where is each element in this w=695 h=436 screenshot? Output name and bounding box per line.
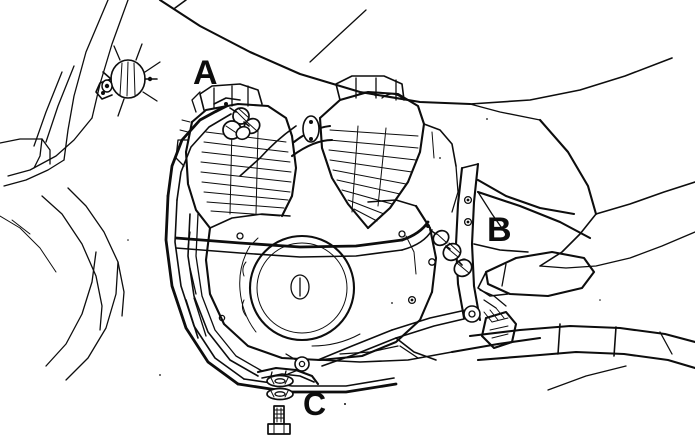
hardware-detail-c <box>266 374 294 435</box>
callout-label-c: C <box>303 386 326 422</box>
front-fork-tubes <box>0 0 129 187</box>
footpeg <box>477 250 596 298</box>
exhaust-pipe <box>468 323 695 391</box>
callout-label-a: A <box>193 54 218 92</box>
engine-guard-crash-bar <box>164 106 433 394</box>
detail-specks <box>127 118 601 405</box>
callout-label-b: B <box>487 211 512 249</box>
side-cover <box>476 118 695 269</box>
fuel-tank <box>158 0 673 121</box>
horn-assembly <box>95 43 161 117</box>
engine-case <box>204 199 438 362</box>
mount-point-b-hardware <box>426 224 473 278</box>
mount-point-a-hardware <box>213 97 261 141</box>
front-fender <box>0 187 125 381</box>
intake-crossover-pipe <box>239 115 334 177</box>
engine-rear-cylinder <box>318 75 459 230</box>
engine-front-cylinder <box>175 83 298 230</box>
brake-pedal-linkage <box>256 305 518 386</box>
engine-lower-frame <box>319 336 542 363</box>
